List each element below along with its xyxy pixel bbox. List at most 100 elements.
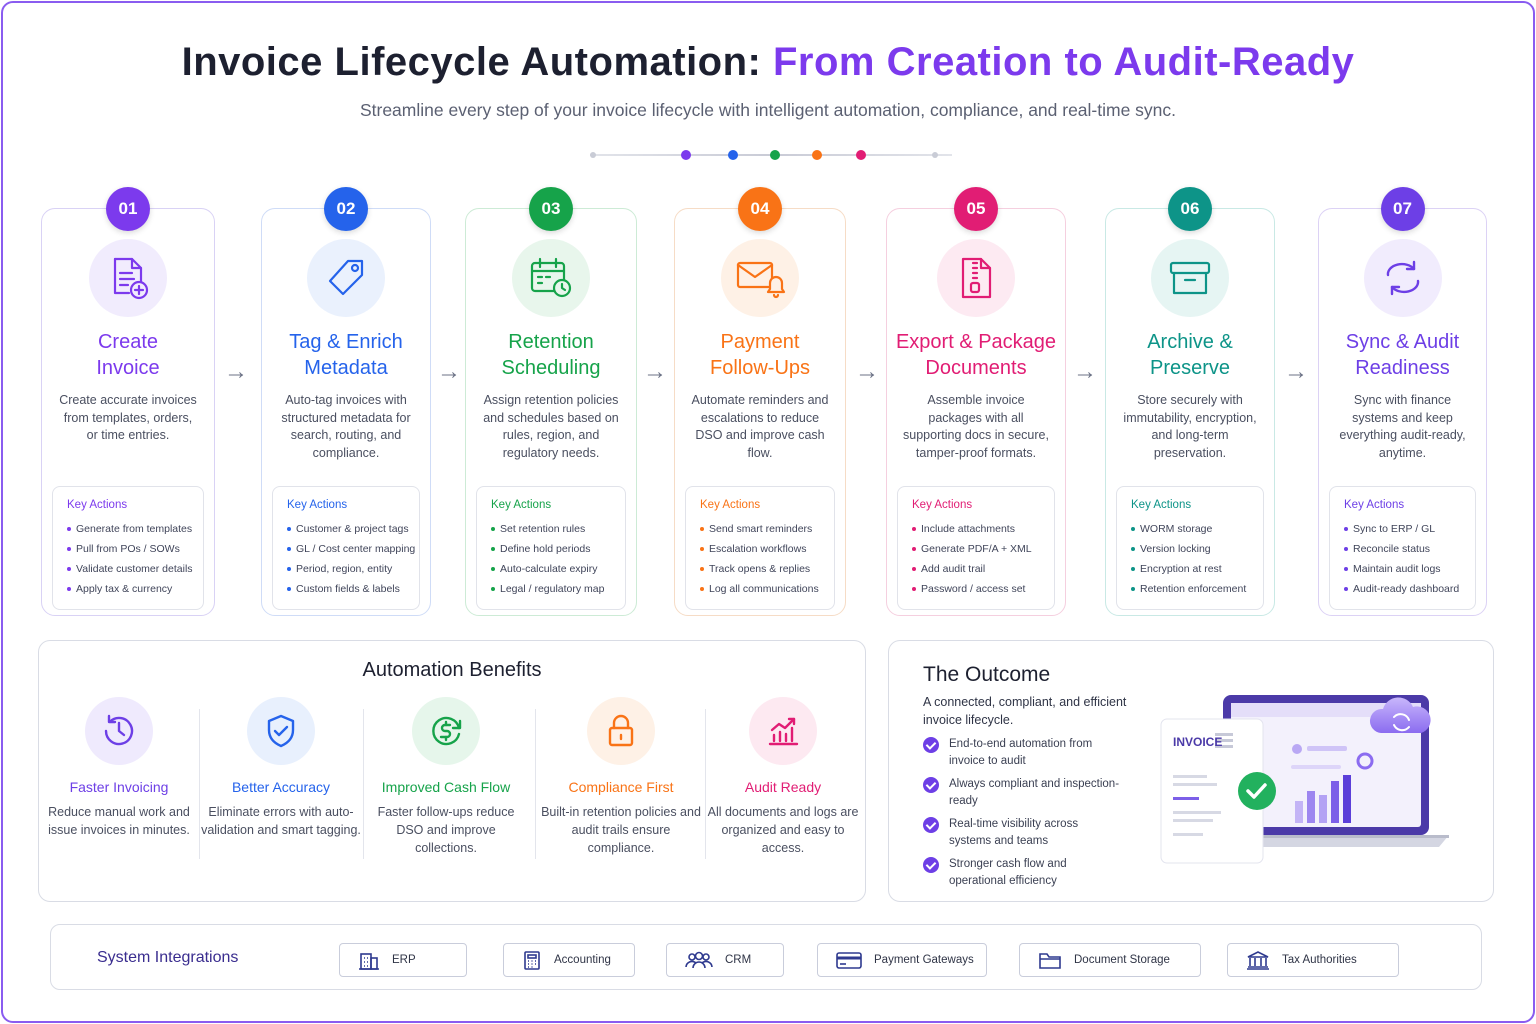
benefit-better-accuracy: Better Accuracy Eliminate errors with au… xyxy=(201,697,361,839)
integration-crm[interactable]: CRM xyxy=(666,943,784,977)
document-plus-icon xyxy=(89,239,167,317)
benefit-title: Improved Cash Flow xyxy=(381,779,511,795)
list-item: Sync to ERP / GL xyxy=(1344,519,1463,539)
benefit-compliance-first: Compliance First Built-in retention poli… xyxy=(541,697,701,857)
archive-box-icon xyxy=(1151,239,1229,317)
folder-icon xyxy=(1039,953,1061,969)
outcome-panel: The Outcome A connected, compliant, and … xyxy=(888,640,1494,902)
system-integrations-bar: System Integrations ERP Accounting CRM P… xyxy=(50,924,1482,990)
integration-payment-gateways[interactable]: Payment Gateways xyxy=(817,943,987,977)
list-item: Add audit trail xyxy=(912,559,1042,579)
integration-label: Payment Gateways xyxy=(874,954,974,966)
step-number-badge: 01 xyxy=(106,187,150,231)
key-actions-label: Key Actions xyxy=(1344,499,1405,511)
key-actions-box: Key Actions Sync to ERP / GL Reconcile s… xyxy=(1329,486,1476,610)
progress-dots xyxy=(590,146,952,164)
list-item: Include attachments xyxy=(912,519,1042,539)
step-description: Create accurate invoices from templates,… xyxy=(59,393,197,442)
check-circle-icon xyxy=(923,737,939,753)
calendar-clock-icon xyxy=(512,239,590,317)
list-item: Legal / regulatory map xyxy=(491,579,613,599)
arrow-right-icon: → xyxy=(1073,358,1097,385)
step-description: Assign retention policies and schedules … xyxy=(483,393,619,460)
step-description: Sync with finance systems and keep every… xyxy=(1339,393,1466,460)
list-item: Password / access set xyxy=(912,579,1042,599)
title-accent: From Creation to Audit-Ready xyxy=(773,40,1355,84)
integration-document-storage[interactable]: Document Storage xyxy=(1019,943,1201,977)
integration-label: Accounting xyxy=(554,954,611,966)
arrow-right-icon: → xyxy=(643,358,667,385)
benefit-description: Faster follow-ups reduce DSO and improve… xyxy=(377,805,515,855)
list-item: Validate customer details xyxy=(67,559,193,579)
benefit-title: Better Accuracy xyxy=(231,779,331,795)
dot-orange xyxy=(812,150,822,160)
zip-file-icon xyxy=(937,239,1015,317)
list-item: Generate from templates xyxy=(67,519,192,539)
arrow-right-icon: → xyxy=(855,358,879,385)
integration-accounting[interactable]: Accounting xyxy=(503,943,635,977)
benefit-improved-cash-flow: Improved Cash Flow Faster follow-ups red… xyxy=(366,697,526,857)
outcome-item: Stronger cash flow and operational effic… xyxy=(923,856,1123,890)
outcome-item: End-to-end automation from invoice to au… xyxy=(923,736,1123,770)
list-item: Audit-ready dashboard xyxy=(1344,579,1463,599)
sync-icon xyxy=(1363,239,1442,317)
dot-pink xyxy=(856,150,866,160)
key-actions-label: Key Actions xyxy=(912,499,973,511)
step-number-badge: 05 xyxy=(954,187,998,231)
arrow-right-icon: → xyxy=(1284,358,1308,385)
step-number-badge: 07 xyxy=(1380,187,1425,231)
list-item: GL / Cost center mapping xyxy=(287,539,415,559)
bar-chart-up-icon xyxy=(749,697,817,765)
laptop-invoice-illustration xyxy=(1160,695,1449,864)
benefit-title: Faster Invoicing xyxy=(69,779,169,795)
integration-label: CRM xyxy=(725,954,752,966)
bank-icon xyxy=(1247,951,1269,970)
building-icon xyxy=(359,953,379,970)
check-circle-icon xyxy=(923,857,939,873)
arrow-right-icon: → xyxy=(224,358,248,385)
tag-icon xyxy=(307,239,385,317)
list-item: Send smart reminders xyxy=(700,519,822,539)
benefit-description: Built-in retention policies and audit tr… xyxy=(541,805,701,855)
step-description: Automate reminders and escalations to re… xyxy=(691,393,829,460)
automation-benefits-panel: Automation Benefits Faster Invoicing Red… xyxy=(38,640,866,902)
integration-tax-authorities[interactable]: Tax Authorities xyxy=(1227,943,1399,977)
benefit-audit-ready: Audit Ready All documents and logs are o… xyxy=(703,697,863,857)
shield-check-icon xyxy=(247,697,315,765)
list-item: Apply tax & currency xyxy=(67,579,191,599)
list-item: Pull from POs / SOWs xyxy=(67,539,191,559)
page-title: Invoice Lifecycle Automation: From Creat… xyxy=(0,40,1536,85)
step-description: Assemble invoice packages with all suppo… xyxy=(903,393,1049,460)
step-number-badge: 03 xyxy=(529,187,573,231)
list-item: Auto-calculate expiry xyxy=(491,559,613,579)
integration-label: Tax Authorities xyxy=(1282,954,1357,966)
credit-card-icon xyxy=(836,952,862,969)
title-main: Invoice Lifecycle Automation: xyxy=(181,40,762,84)
list-item: Maintain audit logs xyxy=(1344,559,1463,579)
key-actions-box: Key Actions Customer & project tags GL /… xyxy=(272,486,420,610)
key-actions-box: Key Actions Send smart reminders Escalat… xyxy=(685,486,835,610)
key-actions-box: Key Actions Set retention rules Define h… xyxy=(476,486,626,610)
benefit-description: All documents and logs are organized and… xyxy=(707,805,859,855)
key-actions-label: Key Actions xyxy=(1131,499,1192,511)
key-actions-label: Key Actions xyxy=(700,499,761,511)
step-number-badge: 06 xyxy=(1168,187,1212,231)
dot-purple xyxy=(681,150,691,160)
list-item: Generate PDF/A + XML xyxy=(912,539,1042,559)
padlock-icon xyxy=(587,697,655,765)
outcome-item: Real-time visibility across systems and … xyxy=(923,816,1123,850)
step-description: Auto-tag invoices with structured metada… xyxy=(281,393,411,460)
dot-blue xyxy=(728,150,738,160)
key-actions-box: Key Actions Generate from templates Pull… xyxy=(52,486,204,610)
integration-erp[interactable]: ERP xyxy=(339,943,467,977)
